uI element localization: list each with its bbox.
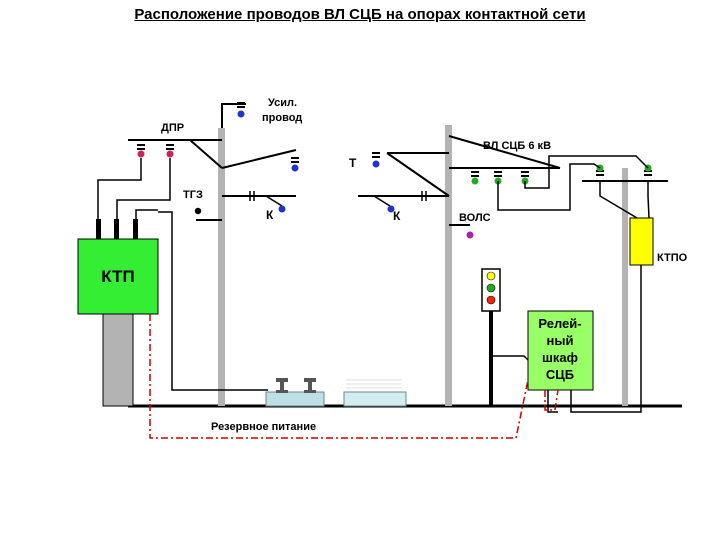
dpr-insulator-2 [166, 150, 174, 158]
ktpo-label: КТПО [657, 252, 688, 264]
label-vl-scb: ВЛ СЦБ 6 кВ [483, 140, 551, 152]
signal-mast [489, 311, 493, 406]
label-k-right: К [393, 209, 401, 223]
pole-right [622, 168, 628, 406]
page-title: Расположение проводов ВЛ СЦБ на опорах к… [134, 6, 586, 23]
label-usil-2: провод [262, 112, 302, 124]
track-box-right [343, 391, 407, 407]
relay-cabinet [527, 310, 594, 391]
label-tgz: ТГЗ [183, 189, 203, 201]
label-usil-1: Усил. [268, 97, 297, 109]
left-k-insulator [278, 205, 286, 213]
signal-yellow-light [486, 271, 496, 281]
left-catenary-insulator [291, 164, 299, 172]
reserve-power-line [149, 314, 529, 439]
relay-label-4: СЦБ [546, 367, 574, 382]
track-box-left [265, 391, 325, 407]
vl-insulator-1 [471, 177, 479, 185]
label-vols: ВОЛС [459, 212, 491, 224]
ktp-box [77, 238, 159, 315]
right-k-insulator [387, 205, 395, 213]
t-insulator [372, 160, 380, 168]
label-dpr: ДПР [161, 122, 184, 134]
label-reserve: Резервное питание [211, 421, 316, 433]
vols-insulator [466, 231, 474, 239]
tgz-point [194, 207, 202, 215]
label-k-left: К [266, 208, 274, 222]
relay-label-1: Релей- [538, 316, 581, 331]
signal-red-light [486, 295, 496, 305]
rail-left [276, 378, 288, 393]
ktp-label: КТП [101, 267, 134, 286]
usil-insulator [237, 110, 245, 118]
relay-label-3: шкаф [542, 350, 578, 365]
ballast-texture [346, 379, 402, 389]
relay-label-2: ный [547, 333, 574, 348]
dpr-insulator-1 [137, 150, 145, 158]
label-t: Т [349, 156, 357, 170]
ktp-pole [102, 313, 134, 407]
pole-left [218, 128, 225, 406]
ktpo-box [629, 217, 654, 266]
signal-green-light [486, 283, 496, 293]
rail-right [304, 378, 316, 393]
pole-middle [445, 125, 452, 406]
